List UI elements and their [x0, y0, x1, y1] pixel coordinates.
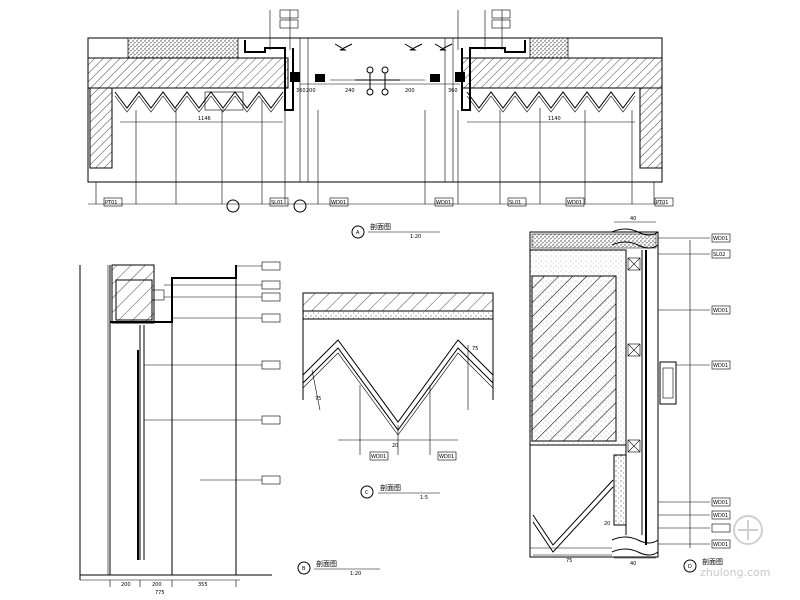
view-d-marker: D — [688, 564, 692, 570]
hatched-head-b — [111, 264, 155, 324]
view-b-title: 剖面图 — [316, 559, 337, 568]
dim-top-1146: 1146 — [198, 116, 211, 122]
speckle-block-right — [529, 37, 569, 59]
tag-b2: SL01 — [271, 200, 283, 206]
zigzag-d — [532, 479, 614, 546]
dim-bottom-775: 775 — [155, 590, 165, 596]
head-box-b — [151, 289, 165, 301]
tag-b7: PT01 — [656, 200, 668, 206]
dim-top-200a: 200 — [306, 88, 316, 94]
dim-top-240: 240 — [345, 88, 355, 94]
tag-d3: WD01 — [713, 308, 728, 314]
dim-bottom-355: 355 — [198, 582, 208, 588]
tag-c1: WD01 — [371, 454, 386, 460]
zigzag-d-inner — [532, 486, 614, 553]
grid-bubble-right — [293, 199, 307, 213]
tag-d6: WD01 — [713, 513, 728, 519]
section-d-drawing — [529, 221, 731, 559]
door-handles — [355, 66, 400, 96]
dim-top-1140: 1140 — [548, 116, 561, 122]
dim-top-360b: 360 — [448, 88, 458, 94]
tag-b1: PT01 — [105, 200, 117, 206]
view-a-title: 剖面图 — [370, 222, 391, 231]
zigzag-detail-outer — [302, 339, 494, 423]
dim-c-75b: 75 — [472, 346, 478, 352]
zigzag-panel-left-inner — [114, 95, 284, 113]
bottom-wave-d — [611, 536, 659, 556]
hatched-column-right — [639, 87, 663, 169]
callout-row-a — [103, 197, 674, 207]
door-frame-left — [244, 40, 294, 111]
watermark: zhulong.com — [700, 515, 770, 579]
view-c-title: 剖面图 — [380, 483, 401, 492]
grid-bubble-left — [226, 199, 240, 213]
tag-c2: WD01 — [439, 454, 454, 460]
tag-b5: SL01 — [509, 200, 521, 206]
view-a-marker-circle — [351, 225, 365, 239]
dim-c-75a: 75 — [315, 396, 321, 402]
cross-boxes-d — [627, 257, 641, 453]
hardware-block-4 — [455, 72, 465, 82]
hardware-block-3 — [430, 74, 440, 82]
view-b-scale: 1:20 — [350, 571, 361, 577]
tag-d1: WD01 — [713, 236, 728, 242]
tag-d7: WD01 — [713, 542, 728, 548]
panel-insert-left — [204, 91, 244, 111]
dim-top-360a: 360 — [296, 88, 306, 94]
tag-d4: WD01 — [713, 363, 728, 369]
hardware-block-2 — [315, 74, 325, 82]
view-b-marker: B — [302, 566, 306, 572]
zigzag-panel-right — [466, 91, 636, 109]
section-c-drawing — [302, 292, 494, 461]
view-d-title: 剖面图 — [702, 557, 723, 566]
zigzag-panel-left — [114, 91, 284, 109]
top-band-d — [531, 233, 657, 249]
tag-b4: WD01 — [436, 200, 451, 206]
dim-d-40a: 40 — [630, 216, 636, 222]
hardware-block-1 — [290, 72, 300, 82]
view-c-scale: 1:5 — [420, 495, 428, 501]
top-wave-d — [611, 228, 659, 249]
tag-d2: SL02 — [713, 252, 725, 258]
hatched-wall-band-right — [461, 57, 663, 89]
hatched-slab-c — [302, 292, 494, 312]
section-a-drawing — [87, 10, 665, 213]
leader-lines-a — [95, 10, 655, 204]
view-a-marker: A — [356, 230, 360, 236]
view-c-marker: C — [365, 490, 369, 496]
zigzag-detail-inner — [302, 347, 494, 431]
zigzag-panel-right-inner — [466, 95, 636, 113]
view-c-marker-circle — [360, 485, 374, 499]
lower-inset-d — [613, 454, 627, 526]
dim-top-200b: 200 — [405, 88, 415, 94]
tag-b6: WD01 — [567, 200, 582, 206]
hatched-wall-band-left — [87, 57, 289, 89]
section-b-drawing — [79, 261, 281, 587]
tag-b3: WD01 — [331, 200, 346, 206]
view-d-marker-circle — [683, 559, 697, 573]
dim-d-40b: 40 — [630, 561, 636, 567]
leader-lines-b — [144, 261, 281, 485]
tag-d5: WD01 — [713, 500, 728, 506]
dim-bottom-200b: 200 — [152, 582, 162, 588]
handle-d — [659, 361, 677, 405]
screed-c — [302, 310, 494, 320]
dim-bottom-200a: 200 — [121, 582, 131, 588]
dim-c-20: 20 — [392, 443, 398, 449]
hatched-column-left — [89, 87, 113, 169]
watermark-text: zhulong.com — [700, 566, 770, 579]
leader-lines-d — [533, 221, 731, 559]
dim-d-20: 20 — [604, 521, 610, 527]
dim-d-75: 75 — [566, 558, 572, 564]
callout-top-row — [279, 9, 511, 29]
glass-break-marks — [334, 43, 453, 51]
speckle-block-left — [127, 37, 239, 59]
view-a-scale: 1:20 — [410, 234, 421, 240]
view-b-marker-circle — [297, 561, 311, 575]
door-frame-right — [461, 40, 526, 111]
